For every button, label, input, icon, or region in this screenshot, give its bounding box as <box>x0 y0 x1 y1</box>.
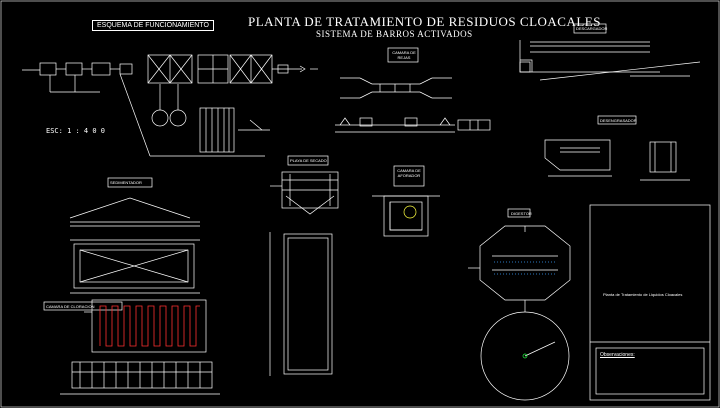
label-descargador: DESCARGADOR <box>576 26 608 31</box>
label-playa-secado: PLAYA DE SECADO <box>290 158 327 163</box>
camara-rejas-drawing <box>335 47 491 133</box>
desengrasador-drawing <box>544 115 690 181</box>
drawing-subtitle: SISTEMA DE BARROS ACTIVADOS <box>316 29 473 39</box>
cloracion-serpentine <box>99 305 200 347</box>
label-camara-cloracion: CAMARA DE CLORACION <box>46 304 95 309</box>
label-camara-rejas: CAMARA DE REJAS <box>392 50 416 60</box>
sedimentador-drawing <box>69 177 200 294</box>
title-block-caption: Planta de Tratamiento de Liquidos Cloaca… <box>603 292 683 297</box>
flow-schema <box>22 54 318 157</box>
label-sedimentador: SEDIMENTADOR <box>110 180 142 185</box>
title-block <box>589 204 711 401</box>
descargador-drawing <box>519 23 701 81</box>
playa-secado-drawing <box>269 155 339 376</box>
drawing-title: PLANTA DE TRATAMIENTO DE RESIDUOS CLOACA… <box>248 14 601 29</box>
camara-cloracion-drawing <box>43 299 220 395</box>
digestor-drawing <box>468 208 571 401</box>
label-camara-aforador: CAMARA DE AFORADOR <box>397 168 421 178</box>
label-esquema: ESQUEMA DE FUNCIONAMIENTO <box>92 20 214 31</box>
label-desengrasador: DESENGRASADOR <box>600 118 637 123</box>
digestor-dots <box>494 261 556 275</box>
label-digestor: DIGESTOR <box>511 211 532 216</box>
label-escala: ESC: 1 : 4 0 0 <box>46 127 106 135</box>
digestor-center <box>522 353 528 359</box>
observaciones-label: Observaciones: <box>600 352 635 358</box>
camara-aforador-drawing <box>372 165 440 237</box>
aforador-circle <box>403 205 417 219</box>
